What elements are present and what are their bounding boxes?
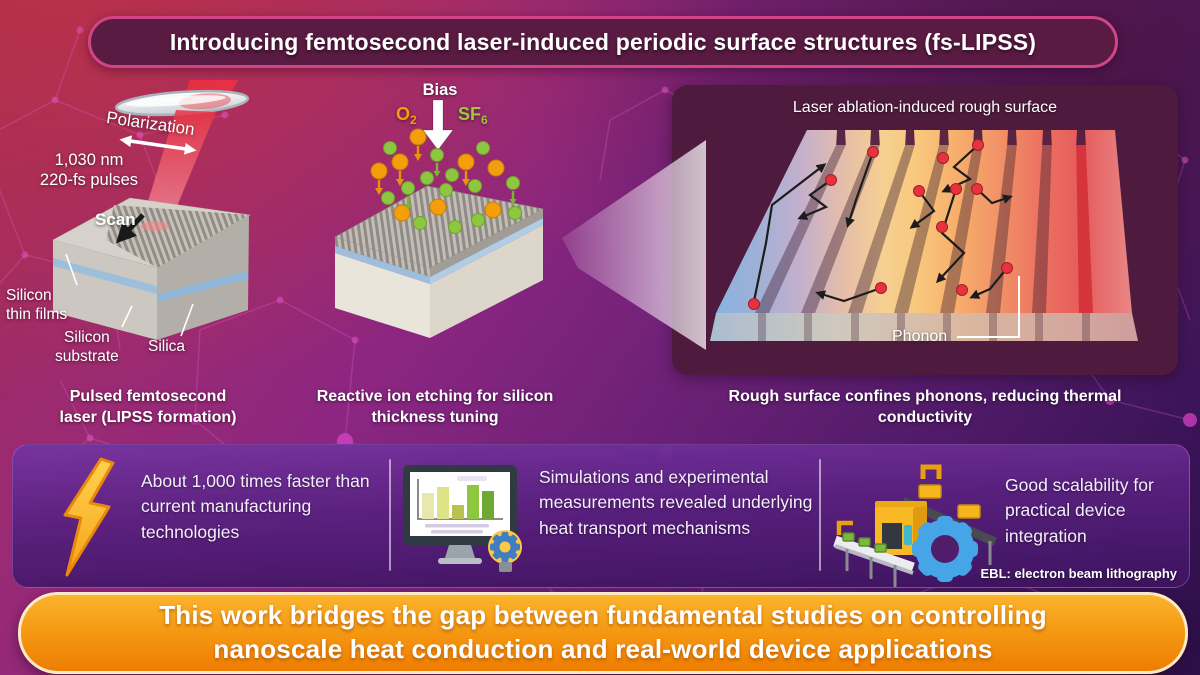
ion-particles	[370, 128, 522, 234]
caption-reactive-ion-etching: Reactive ion etching for silicon thickne…	[316, 388, 554, 427]
feature-scalability-text: Good scalability for practical device in…	[1005, 475, 1154, 546]
scan-arrow	[115, 213, 145, 244]
simulation-monitor-icon	[401, 463, 533, 580]
o2-gas-label: O2	[396, 104, 417, 127]
o2-subscript: 2	[410, 113, 417, 127]
phonon-pointer-line	[957, 276, 1020, 338]
caption-phonon-confinement: Rough surface confines phonons, reducing…	[728, 388, 1122, 427]
etching-illustration	[334, 99, 544, 338]
polarization-arrow	[119, 135, 197, 155]
silicon-sample-block	[52, 197, 251, 340]
sf6-base: SF	[458, 104, 482, 124]
phonon-label: Phonon	[892, 328, 948, 345]
conclusion-text: This work bridges the gap between fundam…	[159, 600, 1047, 664]
page-title: Introducing femtosecond laser-induced pe…	[169, 28, 1037, 55]
rough-surface-illustration	[710, 130, 1138, 341]
silicon-substrate-label: Silicon substrate	[55, 329, 119, 365]
bias-label: Bias	[422, 81, 458, 99]
phonon-dots	[748, 139, 1013, 310]
feature-divider	[819, 459, 821, 571]
silica-label: Silica	[148, 338, 186, 355]
conclusion-banner: This work bridges the gap between fundam…	[18, 592, 1188, 674]
ridged-surface-block	[710, 130, 1138, 341]
feature-simulation-text: Simulations and experimental measurement…	[539, 467, 813, 538]
laser-beam	[142, 110, 216, 228]
phonon-paths	[752, 144, 1013, 303]
sf6-gas-label: SF6	[458, 104, 488, 127]
lightning-bolt-icon	[57, 457, 119, 584]
ebl-footnote: EBL: electron beam lithography	[980, 566, 1177, 581]
label-pointer-lines	[65, 253, 194, 337]
rough-surface-title: Laser ablation-induced rough surface	[792, 99, 1058, 116]
fabrication-line-icon	[825, 449, 1010, 592]
sf6-subscript: 6	[481, 113, 488, 127]
panel-reactive-ion-etching: Bias O2 SF6	[300, 80, 620, 395]
feature-divider	[389, 459, 391, 571]
scan-label: Scan	[95, 210, 136, 229]
panel-pulsed-laser: Polarization 1,030 nm 220-fs pulses Scan…	[0, 80, 290, 385]
feature-speed-text: About 1,000 times faster than current ma…	[141, 471, 370, 542]
light-cone	[562, 140, 706, 350]
o2-base: O	[396, 104, 411, 124]
caption-pulsed-laser: Pulsed femtosecond laser (LIPSS formatio…	[59, 388, 237, 427]
pulse-parameters-label: 1,030 nm 220-fs pulses	[39, 151, 139, 190]
silicon-thin-films-label: Silicon thin films	[6, 287, 68, 323]
title-banner: Introducing femtosecond laser-induced pe…	[88, 16, 1118, 68]
panel-phonon-confinement: Laser ablation-induced rough surface Pho…	[672, 85, 1178, 375]
focusing-lens	[114, 89, 250, 117]
key-findings-band: About 1,000 times faster than current ma…	[12, 444, 1190, 588]
laser-lipss-illustration	[52, 80, 251, 340]
bias-arrow	[422, 99, 454, 151]
gear-icon	[912, 516, 978, 582]
lightbulb-gear	[488, 530, 522, 572]
